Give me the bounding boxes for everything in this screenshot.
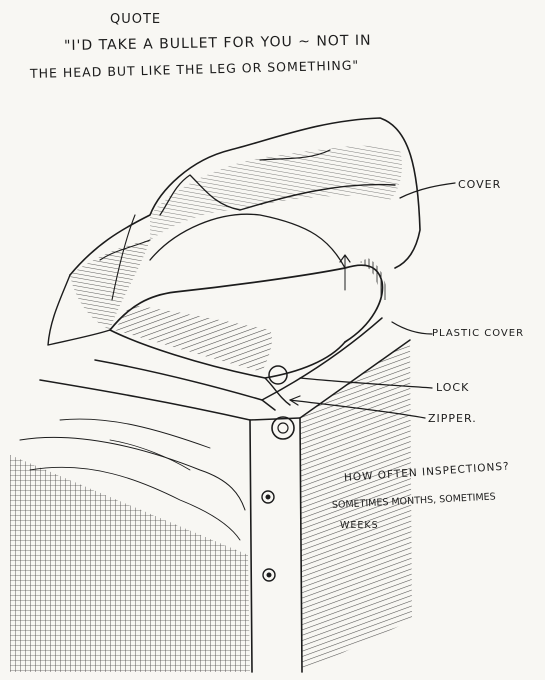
quote-title: QUOTE	[110, 12, 161, 27]
lock-label: LOCK	[436, 381, 469, 394]
plastic-cover-label: PLASTIC COVER	[432, 328, 524, 339]
zipper-label: ZIPPER.	[428, 412, 477, 425]
inspection-answer-line-2: WEEKS	[340, 520, 379, 531]
cover-label: COVER	[458, 178, 501, 191]
